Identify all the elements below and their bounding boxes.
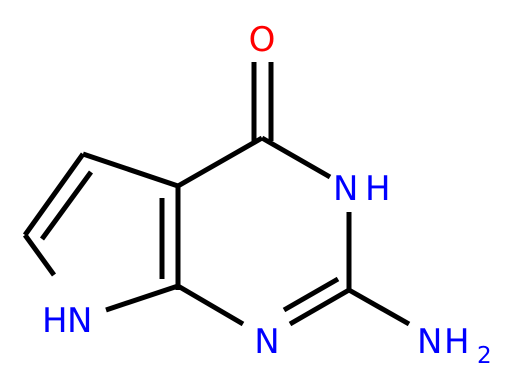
bond-c4-n3 — [260, 135, 332, 180]
bond-c5-c6-double — [39, 170, 94, 241]
n3-h-label: H — [365, 169, 391, 209]
amine-h-label: H — [444, 322, 470, 362]
bond-c6-n7 — [22, 233, 57, 277]
amine-n-label: N — [417, 322, 442, 362]
atom-labels: O H N N H N N H 2 — [42, 20, 492, 369]
bonds — [22, 62, 411, 327]
bond-c2-n1-double — [282, 276, 340, 313]
n1-label: N — [254, 322, 279, 362]
bond-c4a-c5 — [82, 151, 179, 189]
bond-c5-c6 — [22, 152, 86, 237]
amine-subscript-label: 2 — [477, 343, 492, 369]
bond-n7-c7a — [105, 283, 179, 313]
bond-c2-nh2 — [347, 287, 411, 327]
bond-c4a-c4 — [176, 135, 264, 189]
n7-h-label: H — [42, 301, 68, 341]
bond-n1-c7a — [176, 283, 245, 327]
n3-label: N — [333, 169, 358, 209]
n7-label: N — [67, 301, 92, 341]
bond-c2-n1 — [288, 287, 351, 327]
oxygen-label: O — [249, 20, 276, 60]
